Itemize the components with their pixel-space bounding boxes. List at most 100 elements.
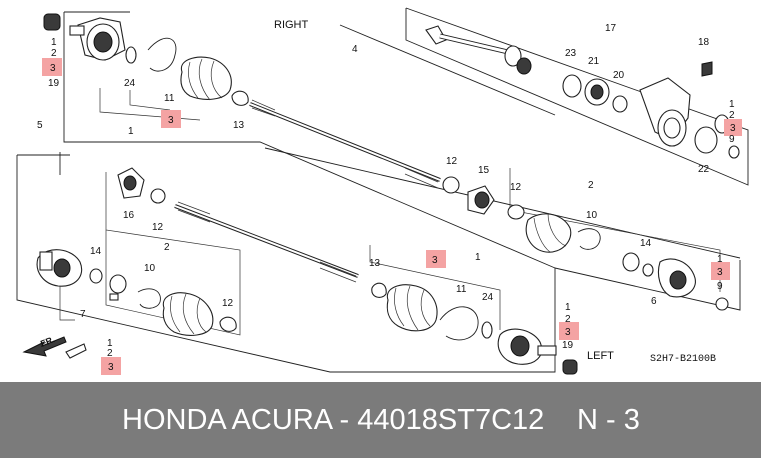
outer-cv-joint-upper <box>69 17 126 61</box>
callout-19: 19 <box>562 340 574 351</box>
spider-14 <box>622 252 640 272</box>
callout-4: 4 <box>352 44 358 55</box>
diagram-code: S2H7-B2100B <box>650 354 716 365</box>
highlight-ref-3 <box>426 250 446 268</box>
callout-1: 1 <box>729 99 735 110</box>
highlight-ref-3 <box>724 119 742 136</box>
callout-1: 1 <box>475 252 481 263</box>
callout-10: 10 <box>144 263 156 274</box>
callout-13: 13 <box>369 258 381 269</box>
callout-14: 14 <box>640 238 652 249</box>
callout-17: 17 <box>605 23 617 34</box>
callout-2: 2 <box>729 110 735 121</box>
callout-24: 24 <box>124 78 136 89</box>
callout-13: 13 <box>233 120 245 131</box>
ring-24-lower <box>481 321 493 339</box>
bolt-18 <box>701 61 713 77</box>
highlight-ref-3 <box>711 262 730 280</box>
nut-19 <box>43 13 61 31</box>
half-shaft-lower <box>174 201 359 283</box>
callout-2: 2 <box>107 348 113 359</box>
left-panel-border <box>16 155 741 373</box>
left-label: LEFT <box>587 350 614 362</box>
callout-15: 15 <box>478 165 490 176</box>
parts-diagram: FR. RIGHT LEFT S2H7-B2100B 1 2 3 19 24 1… <box>16 7 749 375</box>
damper-16 <box>117 167 145 199</box>
clamp-band-10-lower <box>137 288 161 309</box>
callout-18: 18 <box>698 37 710 48</box>
callout-2: 2 <box>588 180 594 191</box>
ring-24-upper <box>125 46 137 64</box>
front-arrow <box>22 336 67 357</box>
callout-1: 1 <box>717 254 723 265</box>
callout-2: 2 <box>164 242 170 253</box>
clamp-12-b <box>507 204 525 220</box>
part-footer: HONDA ACURA - 44018ST7C12 N - 3 <box>0 382 761 458</box>
highlight-ref-3 <box>42 58 62 76</box>
clamp-band-10 <box>577 228 601 250</box>
inner-cv-joint-7 <box>36 249 83 287</box>
callout-10: 10 <box>586 210 598 221</box>
callout-9: 9 <box>729 134 735 145</box>
clamp-12-a <box>442 176 460 194</box>
callout-12: 12 <box>222 298 234 309</box>
highlight-ref-3 <box>559 322 579 340</box>
callout-12: 12 <box>446 156 458 167</box>
callout-14: 14 <box>90 246 102 257</box>
callout-20: 20 <box>613 70 625 81</box>
bolt-lower <box>65 343 87 359</box>
callout-12: 12 <box>152 222 164 233</box>
callout-19: 19 <box>48 78 60 89</box>
highlight-ref-3 <box>161 110 181 128</box>
callout-3-highlight: 3 <box>50 63 56 74</box>
callout-3-highlight: 3 <box>717 267 723 278</box>
callout-1: 1 <box>565 302 571 313</box>
inner-cv-joint-6 <box>657 258 696 298</box>
half-shaft-upper <box>249 99 441 189</box>
callout-24: 24 <box>482 292 494 303</box>
quantity-text: N - 3 <box>577 404 640 436</box>
clamp-12-d <box>219 316 237 332</box>
callout-12: 12 <box>510 182 522 193</box>
clamp-13-lower <box>371 282 387 298</box>
callout-3-highlight: 3 <box>168 115 174 126</box>
callout-1: 1 <box>107 338 113 349</box>
boot-lower-left <box>162 292 214 336</box>
ring-20 <box>612 95 628 113</box>
right-panel-border <box>63 12 556 269</box>
callout-2: 2 <box>51 48 57 59</box>
drive-shaft-exploded-view: FR. RIGHT LEFT S2H7-B2100B 1 2 3 19 24 1… <box>16 7 749 375</box>
spider-14-lower <box>109 274 127 301</box>
part-number-text: HONDA ACURA - 44018ST7C12 <box>122 404 545 436</box>
callout-16: 16 <box>123 210 135 221</box>
highlight-ref-3 <box>101 357 121 375</box>
ring-9-lower <box>89 268 103 284</box>
snap-ring-23 <box>562 74 582 98</box>
callout-9: 9 <box>717 281 723 292</box>
callout-5: 5 <box>37 120 43 131</box>
boot-upper-right <box>180 56 232 101</box>
clamp-13-upper <box>231 90 249 106</box>
callout-1: 1 <box>51 37 57 48</box>
boot-upper-inner <box>525 212 572 253</box>
nut-19-lower <box>562 359 578 375</box>
clamp-band-11-lower <box>439 306 479 341</box>
callout-21: 21 <box>588 56 600 67</box>
callout-3-highlight: 3 <box>730 123 736 134</box>
callout-2: 2 <box>565 314 571 325</box>
boot-lower-right <box>386 284 438 332</box>
callout-3-highlight: 3 <box>565 327 571 338</box>
callout-23: 23 <box>565 48 577 59</box>
callout-3-highlight: 3 <box>108 362 114 373</box>
callout-1: 1 <box>128 126 134 137</box>
right-label: RIGHT <box>274 19 309 31</box>
box-17 <box>405 7 749 186</box>
outer-cv-joint-lower <box>497 328 557 365</box>
intermediate-shaft <box>425 25 532 75</box>
clamp-12-c <box>150 188 166 204</box>
callout-11: 11 <box>456 284 467 295</box>
callout-3-highlight: 3 <box>432 255 438 266</box>
callout-6: 6 <box>651 296 657 307</box>
seal-22 <box>694 126 718 154</box>
dynamic-damper-15 <box>467 185 495 215</box>
